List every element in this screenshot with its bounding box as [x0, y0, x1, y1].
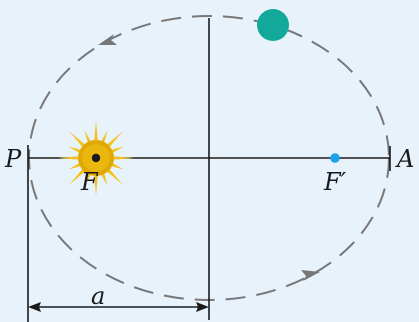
orbit-direction-arrowhead-bottom: [301, 270, 320, 281]
focus-label: F: [80, 168, 99, 196]
sun-ray: [69, 131, 87, 149]
sun-ray: [110, 156, 134, 160]
sun-ray: [94, 172, 98, 196]
sun-ray: [94, 120, 98, 144]
semi-major-axis-dimension: [28, 302, 209, 312]
semi-major-axis-label: a: [91, 282, 105, 310]
planet-icon: [257, 9, 289, 41]
sun-ray: [105, 167, 123, 185]
sun-ray: [69, 167, 87, 185]
empty-focus-label: F′: [323, 168, 347, 196]
dimension-arrowhead-right: [196, 302, 209, 312]
dimension-arrowhead-left: [28, 302, 41, 312]
aphelion-label: A: [395, 145, 414, 173]
sun-icon: [58, 120, 134, 196]
empty-focus-dot: [330, 153, 340, 163]
sun-ray: [58, 156, 82, 160]
perihelion-label: P: [4, 145, 22, 173]
orbit-direction-arrowhead-top: [98, 34, 117, 45]
focus-dot: [91, 153, 101, 163]
sun-ray: [105, 131, 123, 149]
